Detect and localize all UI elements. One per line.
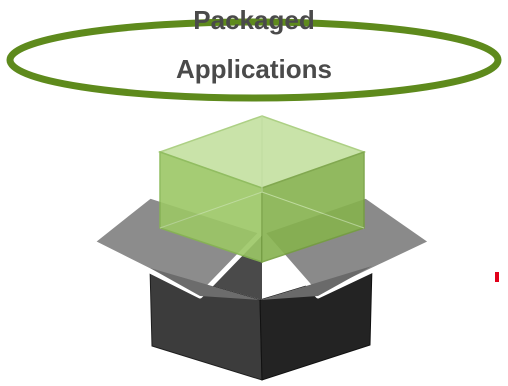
red-marker: [495, 272, 499, 282]
green-cube-icon: [157, 115, 367, 264]
box-front-right-flap: [260, 266, 372, 300]
title-highlight-ellipse: [6, 18, 502, 102]
title-line-2: Applications: [175, 54, 332, 84]
box-front-left-flap: [150, 268, 260, 300]
title-line-1: Packaged: [193, 5, 315, 35]
